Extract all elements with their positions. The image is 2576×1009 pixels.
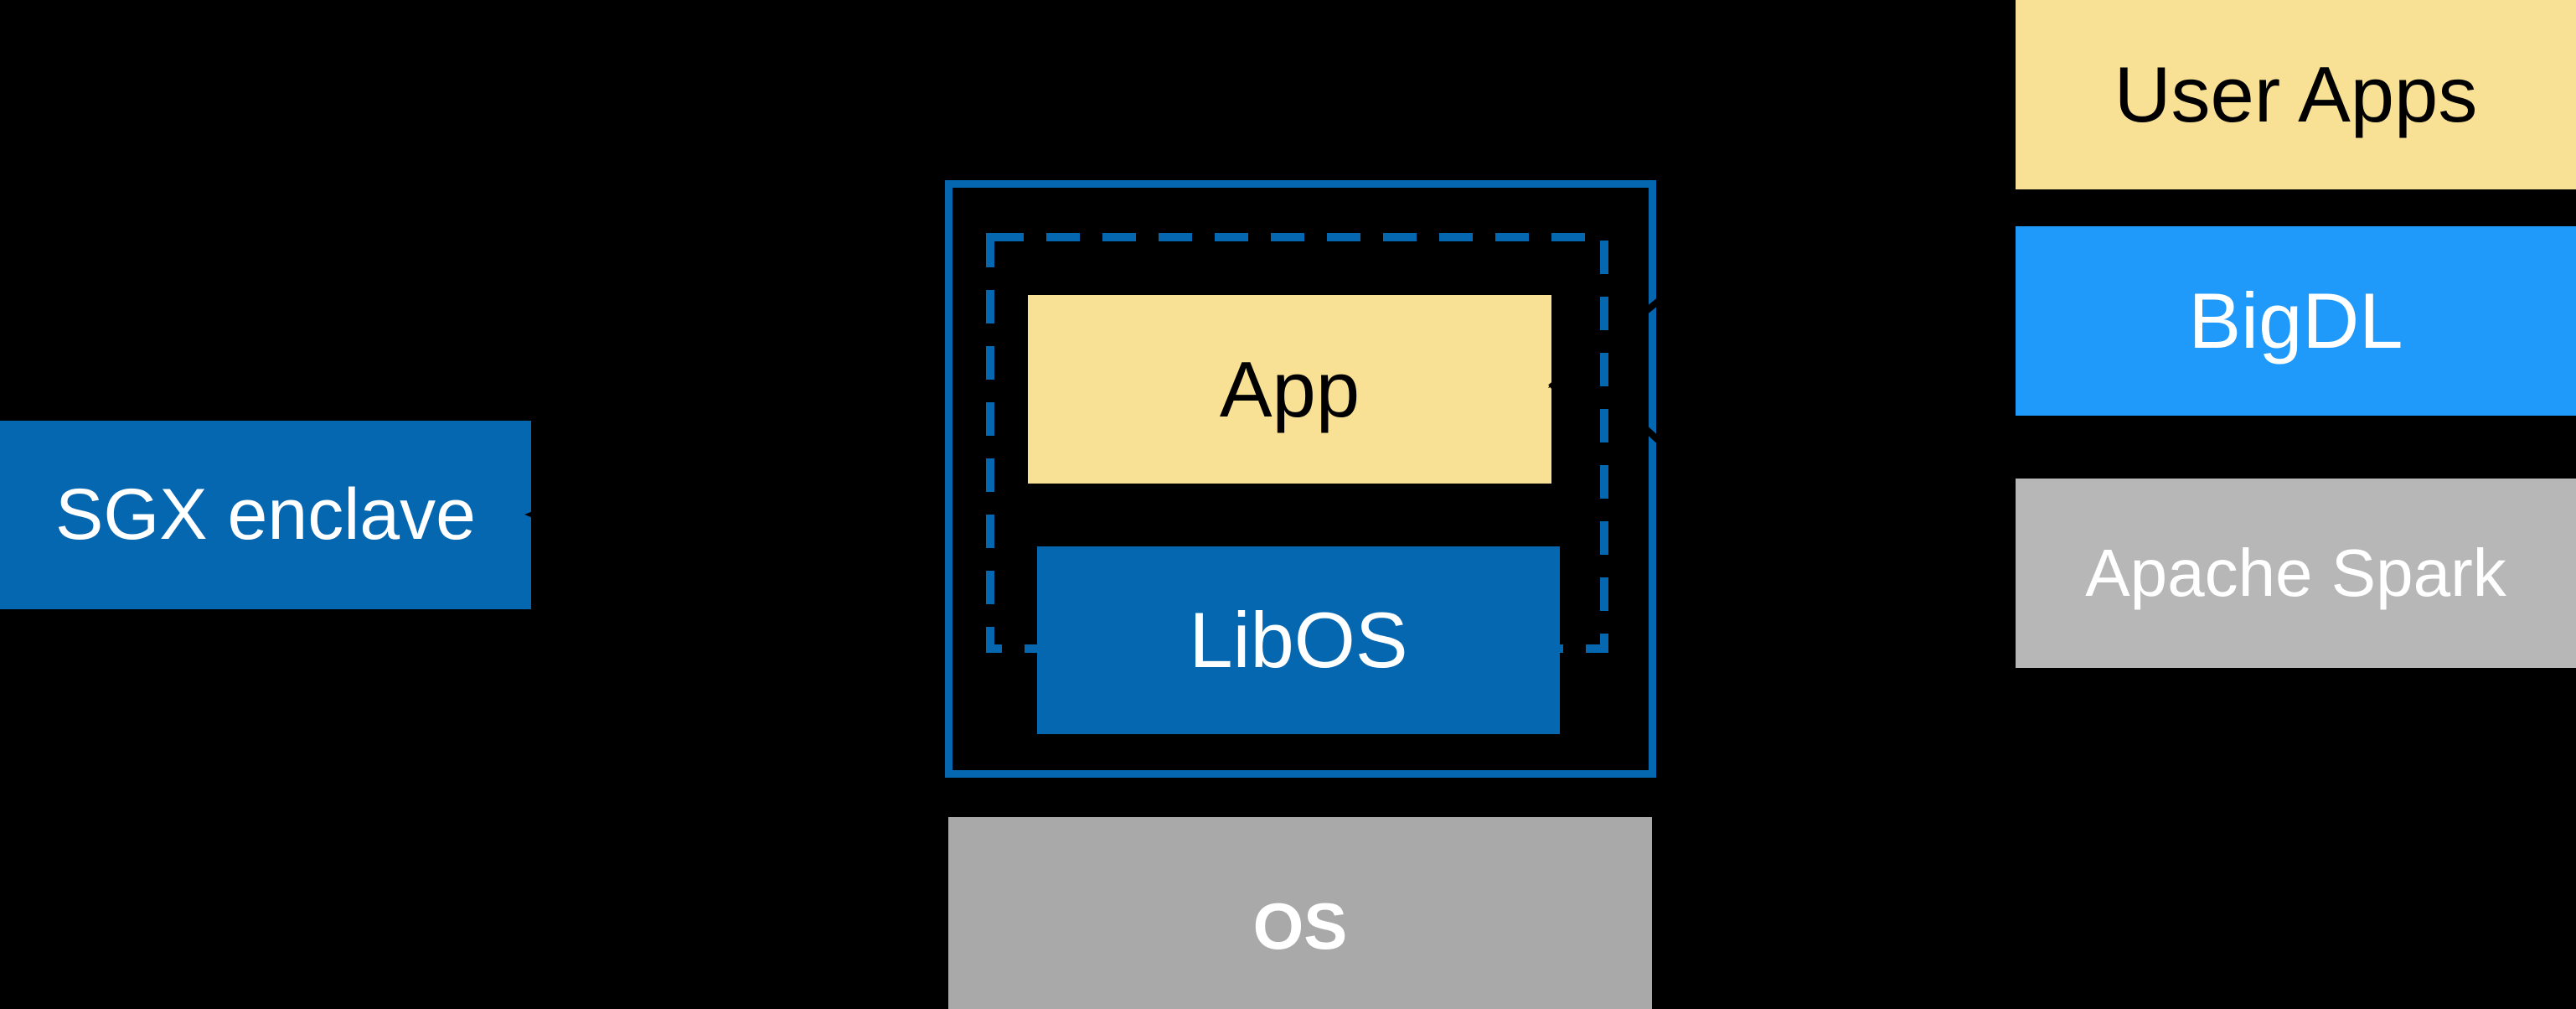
libos-box: LibOS bbox=[1037, 546, 1560, 734]
user-apps-box: User Apps bbox=[2016, 0, 2576, 189]
apache-spark-box: Apache Spark bbox=[2016, 479, 2576, 668]
sgx-enclave-label: SGX enclave bbox=[55, 474, 476, 555]
apache-spark-label: Apache Spark bbox=[2085, 536, 2506, 610]
libos-label: LibOS bbox=[1189, 596, 1408, 684]
user-apps-label: User Apps bbox=[2114, 50, 2478, 138]
app-box: App bbox=[1028, 295, 1551, 484]
os-box: OS bbox=[948, 817, 1652, 1009]
bigdl-label: BigDL bbox=[2188, 277, 2403, 365]
os-label: OS bbox=[1252, 888, 1348, 963]
app-label: App bbox=[1219, 344, 1360, 433]
bigdl-box: BigDL bbox=[2016, 226, 2576, 416]
sgx-enclave-label-box: SGX enclave bbox=[0, 421, 531, 609]
